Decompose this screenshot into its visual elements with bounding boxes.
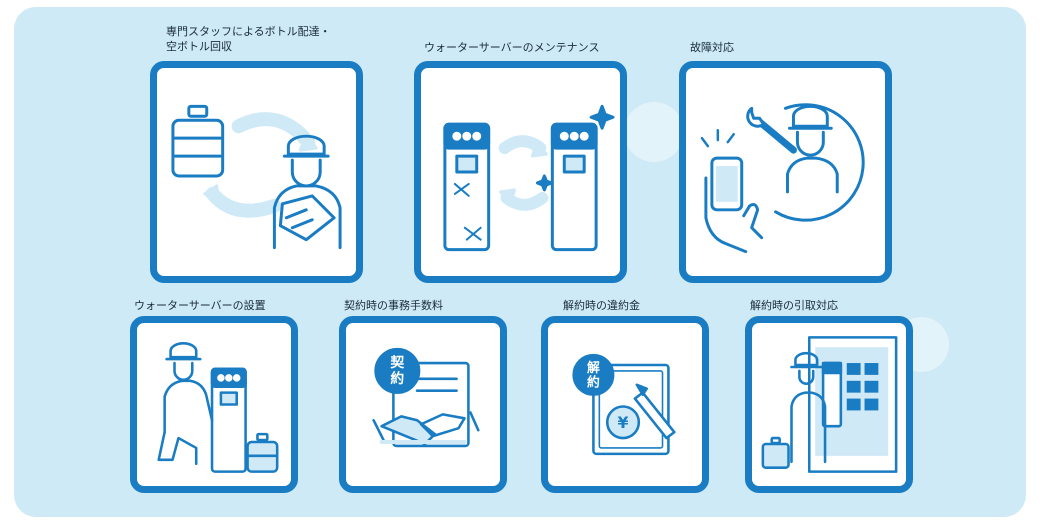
service-card-maintenance [414, 61, 627, 283]
service-label-installation: ウォーターサーバーの設置 [134, 299, 266, 312]
service-card-removal [745, 316, 913, 493]
service-label-contract-fee: 契約時の事務手数料 [344, 299, 443, 312]
bottle-delivery-icon [171, 104, 342, 250]
cancellation-penalty-icon: ¥ 解 約 [572, 353, 676, 456]
service-card-contract-fee: 契 約 [339, 316, 507, 493]
repair-support-icon [700, 103, 865, 254]
yen-sign: ¥ [618, 413, 629, 432]
service-label-repair: 故障対応 [690, 41, 734, 54]
service-label-maintenance: ウォーターサーバーのメンテナンス [424, 41, 600, 54]
service-card-bottle-delivery [150, 61, 363, 283]
contract-stamp-char: 契 [389, 354, 404, 371]
service-label-bottle-delivery: 専門スタッフによるボトル配達・ 空ボトル回収 [166, 25, 331, 53]
contract-stamp-char: 約 [390, 370, 404, 387]
service-label-cancellation-fee: 解約時の違約金 [563, 299, 640, 312]
background-blob [624, 102, 684, 162]
server-installation-icon [157, 342, 279, 473]
cancellation-stamp-char: 解 [587, 360, 600, 376]
server-maintenance-icon [443, 104, 615, 252]
cancellation-stamp-char: 約 [587, 375, 600, 391]
service-card-installation [130, 316, 298, 493]
service-card-cancellation-fee: ¥ 解 約 [541, 316, 709, 493]
contract-fee-icon: 契 約 [372, 347, 480, 448]
removal-pickup-icon [761, 336, 898, 473]
service-label-removal: 解約時の引取対応 [750, 299, 838, 312]
service-card-repair [679, 61, 892, 283]
